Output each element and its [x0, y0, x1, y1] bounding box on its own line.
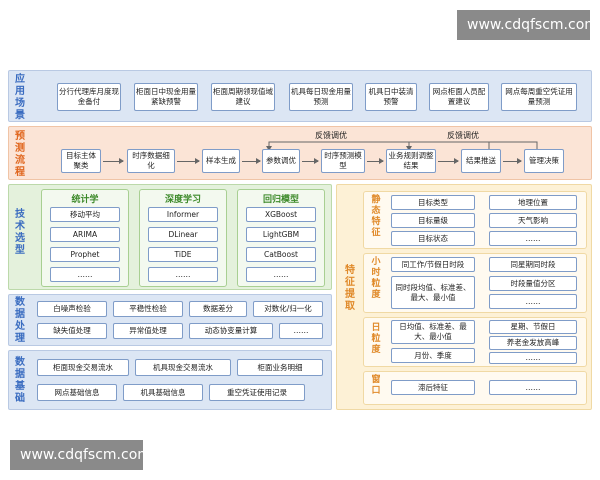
- feature-item: 星期、节假日: [489, 320, 577, 334]
- process-step: 结果推送: [461, 149, 501, 173]
- process-step: 参数调优: [262, 149, 300, 173]
- feature-item: 月份、季度: [391, 348, 475, 363]
- feedback-label-2: 反馈调优: [447, 131, 479, 140]
- scenes-label: 应用场景: [15, 74, 25, 121]
- processing-item: 平稳性检验: [113, 301, 183, 317]
- feature-item: 地理位置: [489, 195, 577, 210]
- base-item: 重空凭证使用记录: [209, 384, 305, 401]
- tech-item: DLinear: [148, 227, 218, 242]
- processing-item: 异常值处理: [113, 323, 183, 339]
- base-label: 数据基础: [15, 357, 25, 404]
- watermark-top: www.cdqfscm.com: [457, 10, 598, 40]
- process-step: 业务规则调整结果: [386, 149, 436, 173]
- scene-item: 网点每周重空凭证用量预测: [501, 83, 577, 111]
- scene-item: 机具每日现金用量预测: [289, 83, 353, 111]
- process-step: 目标主体聚类: [61, 149, 101, 173]
- process-arrow: [302, 158, 319, 164]
- tech-group-title: 深度学习: [164, 195, 201, 205]
- scenes-panel: 应用场景 分行代理库月度现金备付 柜面日中现金用量紧缺预警 柜面周期领现值域建议…: [8, 70, 592, 122]
- tech-item: ……: [246, 267, 316, 282]
- process-step: 管理决策: [524, 149, 564, 173]
- feature-item: 日均值、标准差、最大、最小值: [391, 320, 475, 344]
- process-arrow: [503, 158, 522, 164]
- feature-daily-label: 日粒度: [371, 323, 381, 355]
- processing-item: 动态协变量计算: [189, 323, 273, 339]
- feature-item: ……: [489, 231, 577, 246]
- tech-item: 移动平均: [50, 207, 120, 222]
- feedback-arrow-1: [268, 141, 490, 149]
- tech-group-reg: 回归模型 XGBoost LightGBM CatBoost ……: [237, 189, 325, 287]
- scene-item: 分行代理库月度现金备付: [57, 83, 121, 111]
- feedback-arrow-head-2: [406, 146, 412, 151]
- tech-item: Informer: [148, 207, 218, 222]
- feature-item: 同星期同时段: [489, 257, 577, 272]
- process-step: 时序数据细化: [127, 149, 175, 173]
- feature-panel: 特征提取 静态特征 目标类型 地理位置 目标量级 天气影响 目标状态 …… 小时…: [336, 184, 592, 410]
- processing-item: 数据差分: [189, 301, 247, 317]
- processing-item: 白噪声检验: [37, 301, 107, 317]
- feature-item: ……: [489, 294, 577, 309]
- tech-label: 技术选型: [15, 209, 25, 256]
- feature-item: ……: [489, 352, 577, 364]
- tech-item: ……: [50, 267, 120, 282]
- base-item: 机具基础信息: [123, 384, 203, 401]
- feedback-label-1: 反馈调优: [315, 131, 347, 140]
- scene-item: 机具日中装清预警: [365, 83, 417, 111]
- tech-item: XGBoost: [246, 207, 316, 222]
- process-panel: 预测流程 反馈调优 反馈调优 目标主体聚类 时序数据细化 样本生成 参数调优 时…: [8, 126, 592, 180]
- processing-item: 缺失值处理: [37, 323, 107, 339]
- feature-item: 时段量值分区: [489, 276, 577, 291]
- base-panel: 数据基础 柜面现金交易流水 机具现金交易流水 柜面业务明细 网点基础信息 机具基…: [8, 350, 332, 410]
- feature-label: 特征提取: [345, 265, 355, 312]
- tech-group-dl: 深度学习 Informer DLinear TiDE ……: [139, 189, 227, 287]
- feature-hourly-label: 小时粒度: [371, 257, 381, 300]
- tech-group-stat: 统计学 移动平均 ARIMA Prophet ……: [41, 189, 129, 287]
- processing-item: 对数化/归一化: [253, 301, 323, 317]
- scene-item: 柜面周期领现值域建议: [211, 83, 275, 111]
- base-item: 网点基础信息: [37, 384, 117, 401]
- feedback-arrows: [266, 141, 538, 151]
- tech-group-title: 回归模型: [262, 195, 299, 205]
- process-arrow: [103, 158, 124, 164]
- scene-item: 网点柜面人员配置建议: [429, 83, 489, 111]
- feature-window-label: 窗口: [371, 375, 381, 396]
- process-step: 时序预测模型: [321, 149, 365, 173]
- process-label: 预测流程: [15, 131, 25, 178]
- tech-item: Prophet: [50, 247, 120, 262]
- feedback-arrow-2: [408, 141, 538, 149]
- base-item: 柜面现金交易流水: [37, 359, 129, 376]
- feature-item: 同时段均值、标准差、最大、最小值: [391, 276, 475, 309]
- tech-item: CatBoost: [246, 247, 316, 262]
- feature-item: 目标量级: [391, 213, 475, 228]
- feature-item: 目标类型: [391, 195, 475, 210]
- base-item: 机具现金交易流水: [135, 359, 231, 376]
- feature-item: 同工作/节假日时段: [391, 257, 475, 272]
- feedback-arrow-head-1: [266, 146, 272, 151]
- feature-item: ……: [489, 380, 577, 395]
- process-arrow: [438, 158, 459, 164]
- base-item: 柜面业务明细: [237, 359, 323, 376]
- process-step: 样本生成: [202, 149, 240, 173]
- process-arrow: [242, 158, 261, 164]
- process-arrow: [367, 158, 384, 164]
- tech-panel: 技术选型 统计学 移动平均 ARIMA Prophet …… 深度学习 Info…: [8, 184, 332, 290]
- feature-item: 天气影响: [489, 213, 577, 228]
- feature-item: 滞后特征: [391, 380, 475, 395]
- feature-item: 养老金发放高峰: [489, 336, 577, 350]
- processing-item: ……: [279, 323, 323, 339]
- feature-static-label: 静态特征: [371, 195, 381, 238]
- tech-item: ……: [148, 267, 218, 282]
- tech-group-title: 统计学: [71, 195, 99, 205]
- processing-panel: 数据处理 白噪声检验 平稳性检验 数据差分 对数化/归一化 缺失值处理 异常值处…: [8, 294, 332, 346]
- tech-item: ARIMA: [50, 227, 120, 242]
- feature-item: 目标状态: [391, 231, 475, 246]
- scene-item: 柜面日中现金用量紧缺预警: [134, 83, 198, 111]
- watermark-bottom: www.cdqfscm.com: [10, 440, 151, 470]
- tech-item: TiDE: [148, 247, 218, 262]
- process-arrow: [177, 158, 200, 164]
- tech-item: LightGBM: [246, 227, 316, 242]
- processing-label: 数据处理: [15, 297, 25, 344]
